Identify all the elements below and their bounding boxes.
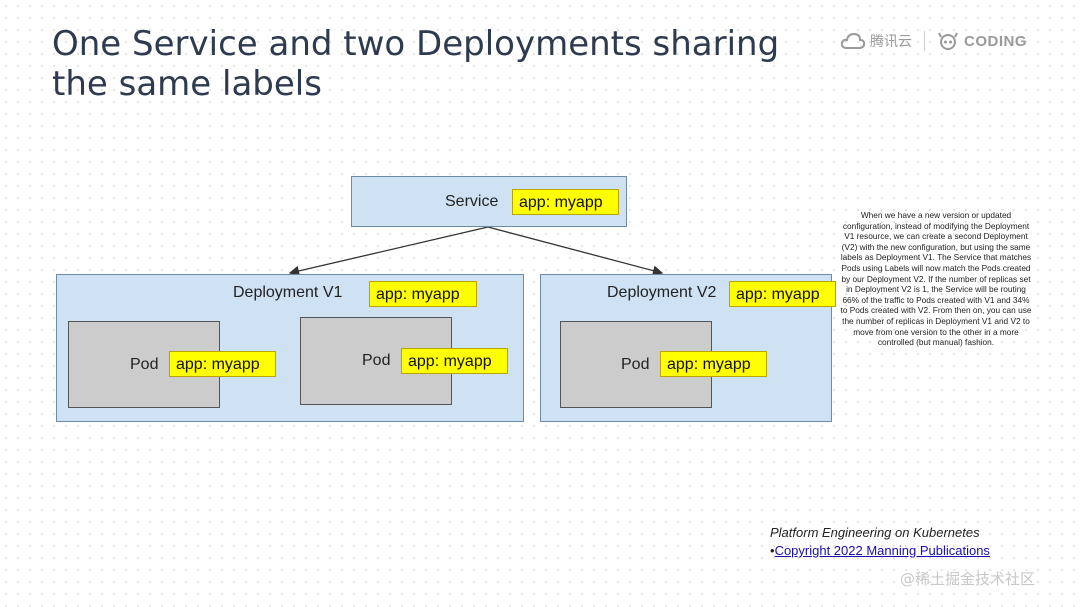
coding-mascot-icon bbox=[938, 32, 958, 50]
coding-logo: CODING bbox=[937, 32, 1027, 50]
citation-bullet: • bbox=[770, 543, 775, 558]
citation: Platform Engineering on Kubernetes •Copy… bbox=[770, 524, 1070, 560]
pod-v2-label: Pod bbox=[621, 356, 650, 373]
description-text: When we have a new version or updated co… bbox=[840, 210, 1032, 348]
arrow-service-to-v2 bbox=[487, 226, 664, 276]
service-tag: app: myapp bbox=[512, 189, 619, 215]
slide-title: One Service and two Deployments sharing … bbox=[52, 24, 780, 104]
deployment-v2-label: Deployment V2 bbox=[607, 284, 717, 301]
copyright-link[interactable]: Copyright 2022 Manning Publications bbox=[774, 543, 990, 558]
arrow-service-to-v1 bbox=[288, 226, 489, 277]
deployment-v1-tag: app: myapp bbox=[369, 281, 477, 307]
pod-v1-a-label: Pod bbox=[130, 356, 159, 373]
deployment-v1-label: Deployment V1 bbox=[233, 284, 343, 301]
citation-book-title: Platform Engineering on Kubernetes bbox=[770, 525, 980, 540]
pod-v1-b-tag: app: myapp bbox=[401, 348, 508, 374]
brand-bar: 腾讯云 CODING bbox=[840, 26, 1050, 56]
tencent-cloud-logo: 腾讯云 bbox=[840, 31, 912, 51]
coding-label: CODING bbox=[964, 32, 1027, 50]
tencent-cloud-label: 腾讯云 bbox=[870, 33, 912, 49]
pod-v1-a-tag: app: myapp bbox=[169, 351, 276, 377]
brand-divider bbox=[924, 31, 925, 51]
pod-v1-b-label: Pod bbox=[362, 352, 391, 369]
cloud-icon bbox=[840, 32, 866, 49]
service-label: Service bbox=[445, 193, 499, 210]
pod-v2-tag: app: myapp bbox=[660, 351, 767, 377]
watermark: @稀土掘金技术社区 bbox=[900, 570, 1036, 588]
deployment-v2-tag: app: myapp bbox=[729, 281, 836, 307]
citation-copyright-line: •Copyright 2022 Manning Publications bbox=[770, 542, 1070, 560]
